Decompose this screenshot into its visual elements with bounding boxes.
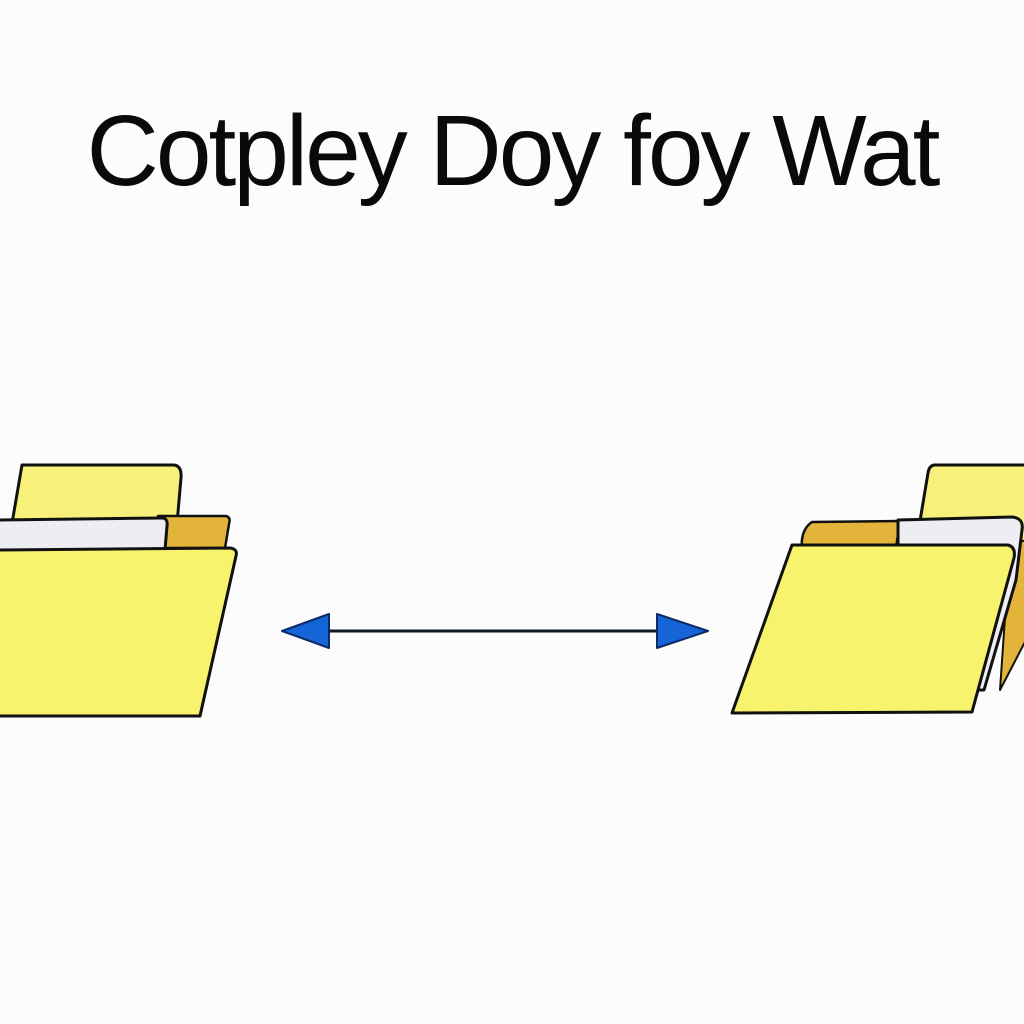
left-folder-front-panel: [0, 546, 238, 718]
left-folder-inner-tab: [156, 514, 231, 550]
left-folder-paper: [0, 516, 169, 554]
left-arrowhead: [281, 613, 330, 649]
right-folder-front-panel: [730, 543, 1016, 715]
double-arrow-icon: [281, 613, 709, 649]
diagram-title: Cotpley Doy foy Wat: [86, 95, 941, 207]
right-arrowhead: [656, 613, 709, 649]
right-folder-icon: [730, 463, 1024, 715]
left-folder-icon: [0, 463, 238, 718]
